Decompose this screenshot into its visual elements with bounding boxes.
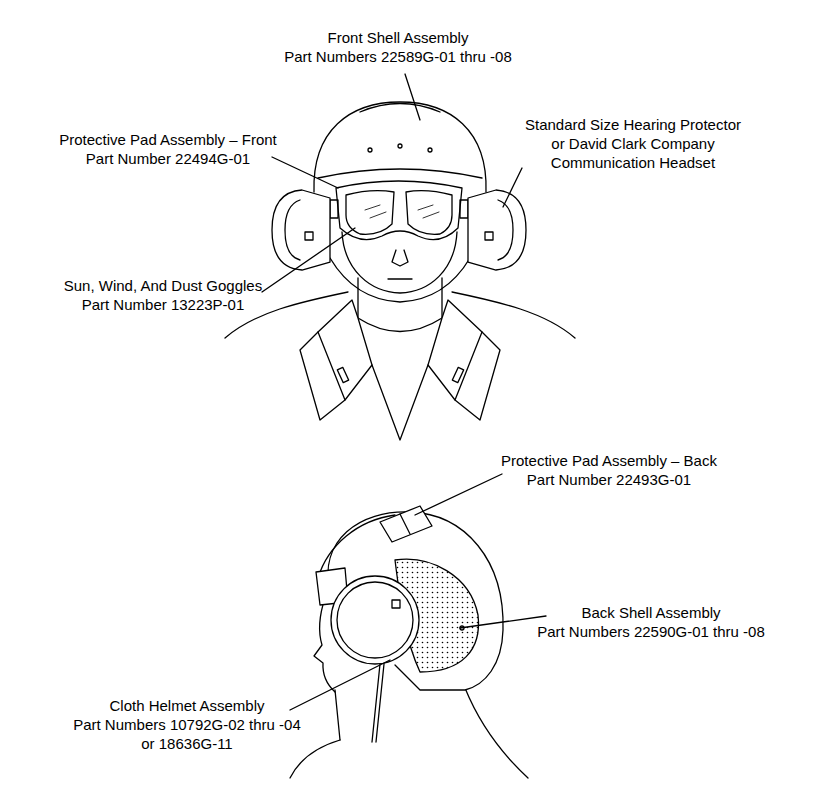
callout-label: Sun, Wind, And Dust Goggles Part Number …	[64, 276, 262, 314]
callout-label: Cloth Helmet Assembly Part Numbers 10792…	[73, 696, 301, 753]
label-line: Protective Pad Assembly – Back	[501, 451, 717, 470]
label-line: Front Shell Assembly	[284, 28, 512, 47]
callout-label: Standard Size Hearing Protector or David…	[525, 115, 741, 172]
callout-label: Back Shell Assembly Part Numbers 22590G-…	[537, 603, 765, 641]
label-line: or 18636G-11	[73, 734, 301, 753]
label-line: Protective Pad Assembly – Front	[59, 130, 277, 149]
label-line: Sun, Wind, And Dust Goggles	[64, 276, 262, 295]
label-line: Part Numbers 22589G-01 thru -08	[284, 47, 512, 66]
callout-label: Protective Pad Assembly – Front Part Num…	[59, 130, 277, 168]
callout-label: Protective Pad Assembly – Back Part Numb…	[501, 451, 717, 489]
label-line: Part Numbers 10792G-02 thru -04	[73, 715, 301, 734]
label-line: Communication Headset	[525, 153, 741, 172]
callout-label: Front Shell Assembly Part Numbers 22589G…	[284, 28, 512, 66]
label-line: Back Shell Assembly	[537, 603, 765, 622]
label-line: Part Number 13223P-01	[64, 295, 262, 314]
label-line: Part Number 22494G-01	[59, 149, 277, 168]
label-line: Part Number 22493G-01	[501, 470, 717, 489]
label-line: Cloth Helmet Assembly	[73, 696, 301, 715]
label-line: Part Numbers 22590G-01 thru -08	[537, 622, 765, 641]
label-line: Standard Size Hearing Protector	[525, 115, 741, 134]
label-line: or David Clark Company	[525, 134, 741, 153]
